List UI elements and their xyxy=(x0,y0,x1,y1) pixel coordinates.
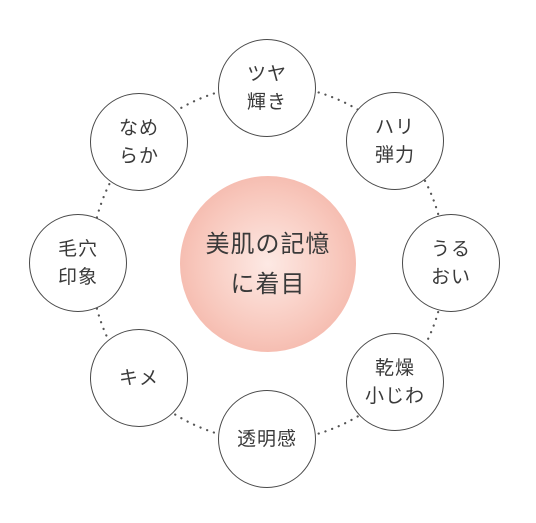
node-nameraka-line-1: なめ xyxy=(118,117,159,139)
node-tsuya: ツヤ 輝き xyxy=(218,39,316,137)
node-tomeikan-line-1: 透明感 xyxy=(236,428,297,450)
node-tsuya-line-2: 輝き xyxy=(246,91,287,113)
center-circle: 美肌の記憶 に着目 xyxy=(180,176,356,352)
center-line-2: に着目 xyxy=(230,270,306,298)
node-hari: ハリ 弾力 xyxy=(346,92,444,190)
node-kanso-line-1: 乾燥 xyxy=(374,357,415,379)
node-uruoi: うる おい xyxy=(402,214,500,312)
node-keana-line-1: 毛穴 xyxy=(57,238,98,260)
node-tsuya-line-1: ツヤ xyxy=(246,63,287,85)
node-kime: キメ xyxy=(90,329,188,427)
node-tomeikan: 透明感 xyxy=(218,390,316,488)
node-hari-line-2: 弾力 xyxy=(374,144,415,166)
node-uruoi-line-1: うる xyxy=(430,238,471,260)
node-uruoi-line-2: おい xyxy=(430,266,471,288)
center-line-1: 美肌の記憶 xyxy=(205,230,331,258)
node-keana-line-2: 印象 xyxy=(57,266,98,288)
node-kime-line-1: キメ xyxy=(118,367,159,389)
node-kanso-line-2: 小じわ xyxy=(364,385,425,407)
node-keana: 毛穴 印象 xyxy=(29,214,127,312)
node-kanso: 乾燥 小じわ xyxy=(346,333,444,431)
node-nameraka-line-2: らか xyxy=(118,145,159,167)
node-nameraka: なめ らか xyxy=(90,93,188,191)
node-hari-line-1: ハリ xyxy=(374,116,415,138)
